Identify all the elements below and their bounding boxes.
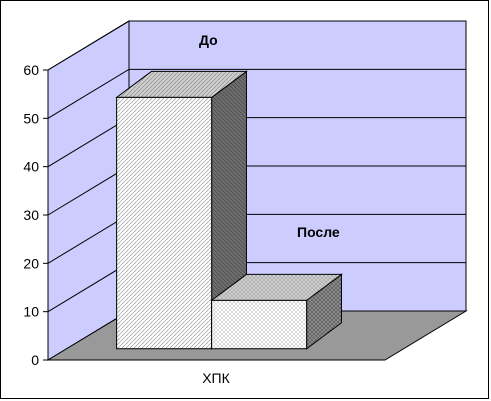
bar-before bbox=[115, 70, 248, 350]
category-label: ХПК bbox=[202, 370, 230, 386]
y-tick-label: 40 bbox=[23, 159, 39, 175]
y-tick-label: 20 bbox=[23, 255, 39, 271]
y-tick-label: 0 bbox=[31, 352, 39, 368]
bar-front-face bbox=[211, 299, 308, 350]
y-tick-label: 60 bbox=[23, 62, 39, 78]
bar-after bbox=[210, 273, 343, 350]
y-tick-label: 50 bbox=[23, 110, 39, 126]
y-tick-label: 10 bbox=[23, 304, 39, 320]
y-tick-label: 30 bbox=[23, 207, 39, 223]
gridline bbox=[47, 20, 466, 71]
annotation-after: После bbox=[297, 224, 340, 240]
annotation-before: До bbox=[199, 32, 218, 48]
y-axis-ticks: 0 10 20 30 40 50 60 bbox=[23, 62, 48, 368]
bars bbox=[115, 70, 343, 350]
gridline bbox=[47, 68, 466, 119]
bar-front-face bbox=[116, 96, 213, 350]
